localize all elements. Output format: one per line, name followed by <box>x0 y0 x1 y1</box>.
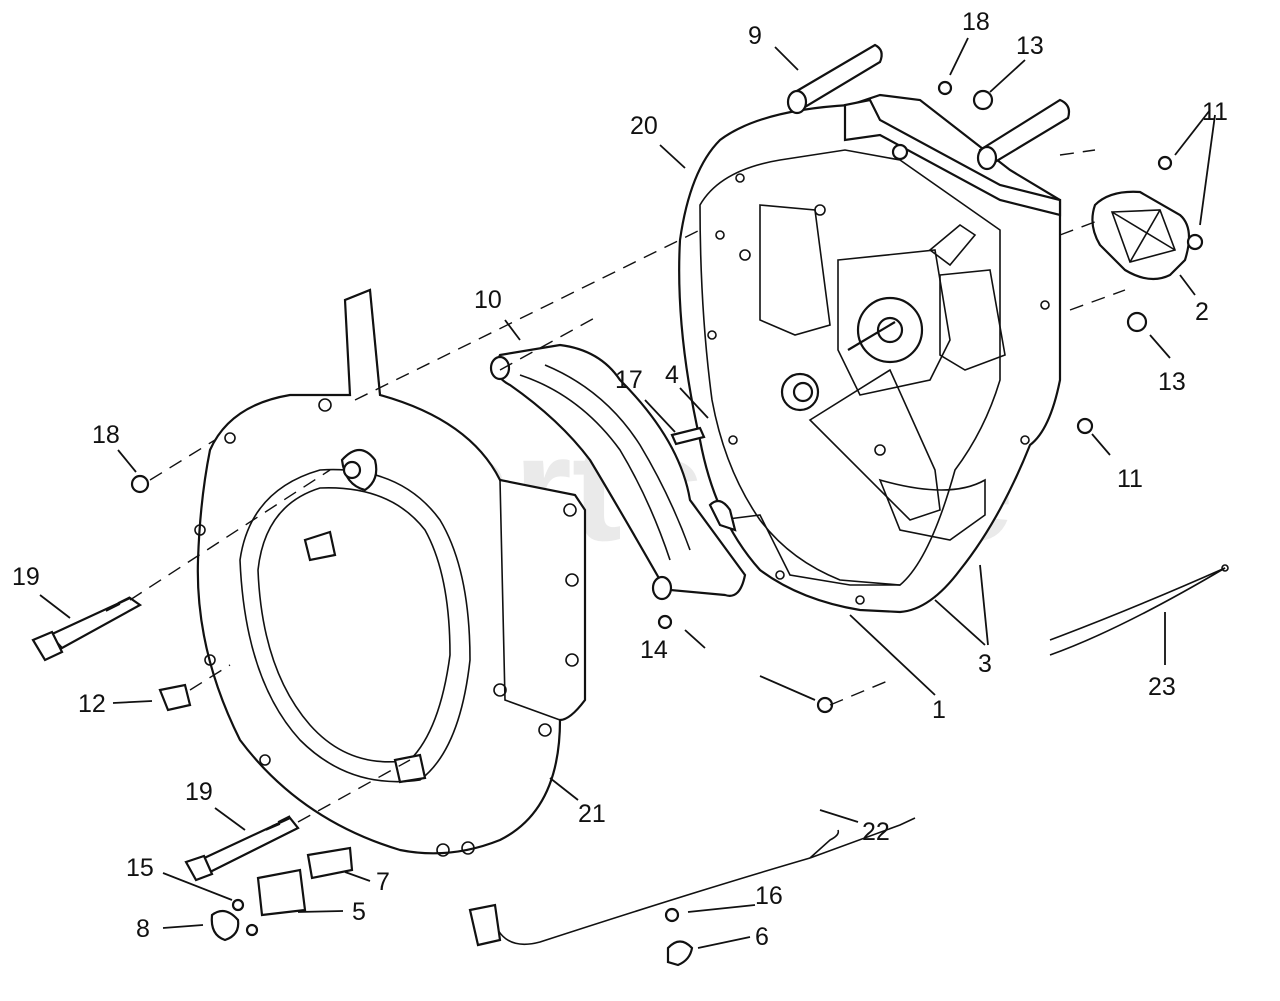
callout-7: 7 <box>376 868 390 896</box>
alignment-lines <box>129 149 1126 823</box>
callout-5: 5 <box>352 898 366 926</box>
callout-15: 15 <box>126 854 154 882</box>
wire-parts <box>468 564 1229 947</box>
callout-19: 19 <box>12 563 40 591</box>
callout-19: 19 <box>185 778 213 806</box>
baffle-part <box>489 343 747 601</box>
callout-18: 18 <box>962 8 990 36</box>
callout-10: 10 <box>474 286 502 314</box>
callout-3: 3 <box>978 650 992 678</box>
callout-1: 1 <box>932 696 946 724</box>
leader-arrows <box>39 37 1216 949</box>
callout-17: 17 <box>615 366 643 394</box>
callout-21: 21 <box>578 800 606 828</box>
callout-8: 8 <box>136 915 150 943</box>
gasket-part <box>1091 190 1191 281</box>
callout-14: 14 <box>640 636 668 664</box>
callout-11: 11 <box>1117 465 1143 493</box>
callout-22: 22 <box>862 818 890 846</box>
callout-4: 4 <box>665 361 679 389</box>
callout-labels: 9 18 13 11 20 2 10 17 4 13 18 11 19 14 3… <box>12 8 1228 951</box>
callout-2: 2 <box>1195 298 1209 326</box>
back-plate-assembly <box>678 93 1062 614</box>
callout-20: 20 <box>630 112 658 140</box>
callout-6: 6 <box>755 923 769 951</box>
callout-13: 13 <box>1158 368 1186 396</box>
callout-9: 9 <box>748 22 762 50</box>
callout-18: 18 <box>92 421 120 449</box>
tube-part <box>786 43 1071 171</box>
callout-23: 23 <box>1148 673 1176 701</box>
callout-11: 11 <box>1202 98 1228 126</box>
bolt-part <box>31 596 300 882</box>
hardware-parts <box>130 80 1204 967</box>
blower-housing-part <box>194 288 587 857</box>
callout-16: 16 <box>755 882 783 910</box>
callout-13: 13 <box>1016 32 1044 60</box>
callout-12: 12 <box>78 690 106 718</box>
